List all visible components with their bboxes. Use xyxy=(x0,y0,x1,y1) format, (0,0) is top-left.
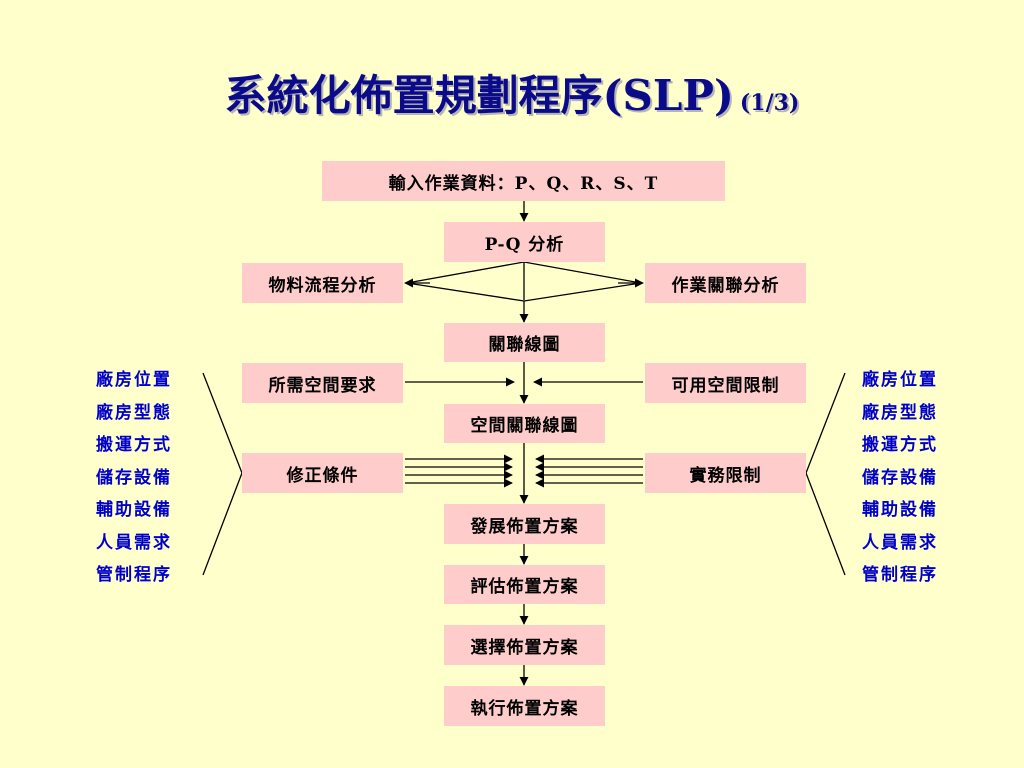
factor-item: 儲存設備 xyxy=(96,467,172,488)
factor-item: 人員需求 xyxy=(96,532,172,553)
node-select: 選擇佈置方案 xyxy=(444,625,605,665)
factor-item: 管制程序 xyxy=(862,565,938,585)
factor-item: 管制程序 xyxy=(96,565,172,585)
factor-item: 廠房型態 xyxy=(862,402,938,423)
bracket-left xyxy=(202,372,243,576)
factor-item: 輔助設備 xyxy=(862,500,938,520)
node-flow: 物料流程分析 xyxy=(242,263,403,303)
node-execute: 執行佈置方案 xyxy=(444,686,605,726)
factor-item: 廠房型態 xyxy=(96,402,172,423)
node-space-rel: 空間關聯線圖 xyxy=(444,404,605,443)
factor-item: 廠房位置 xyxy=(862,370,938,390)
bracket-right xyxy=(805,372,846,576)
node-rel-chart: 關聯線圖 xyxy=(444,323,605,362)
node-relation: 作業關聯分析 xyxy=(645,263,806,303)
factor-item: 輔助設備 xyxy=(96,500,172,520)
node-space-avail: 可用空間限制 xyxy=(645,363,806,403)
diamond-top xyxy=(406,261,642,284)
node-evaluate: 評估佈置方案 xyxy=(444,565,605,604)
factor-item: 搬運方式 xyxy=(96,435,172,455)
factor-list-left: 廠房位置 廠房型態 搬運方式 儲存設備 輔助設備 人員需求 管制程序 xyxy=(96,364,206,592)
page-title: 系統化佈置規劃程序(SLP)(1/3) xyxy=(0,62,1024,123)
node-input: 輸入作業資料：P、Q、R、S、T xyxy=(322,161,725,201)
node-develop: 發展佈置方案 xyxy=(444,504,605,544)
factor-item: 人員需求 xyxy=(862,532,938,553)
node-modify: 修正條件 xyxy=(242,453,403,493)
factor-list-right: 廠房位置 廠房型態 搬運方式 儲存設備 輔助設備 人員需求 管制程序 xyxy=(862,364,972,592)
node-pq: P-Q 分析 xyxy=(444,222,605,262)
factor-item: 儲存設備 xyxy=(862,467,938,488)
node-practical: 實務限制 xyxy=(645,453,806,493)
node-space-req: 所需空間要求 xyxy=(242,363,403,403)
factor-item: 搬運方式 xyxy=(862,435,938,455)
title-main: 系統化佈置規劃程序(SLP) xyxy=(224,71,734,120)
title-part: (1/3) xyxy=(739,90,800,116)
factor-item: 廠房位置 xyxy=(96,370,172,390)
